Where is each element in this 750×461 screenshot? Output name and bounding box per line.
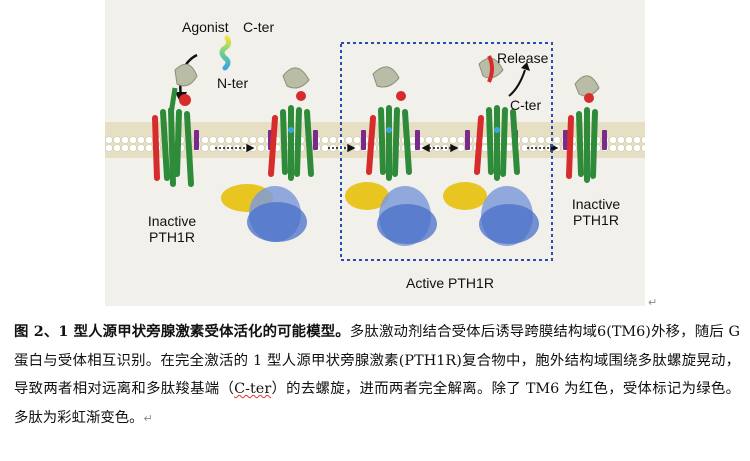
receptor-3 xyxy=(366,66,412,181)
figure-caption: 图 2、1 型人源甲状旁腺激素受体活化的可能模型。多肽激动剂结合受体后诱导跨膜结… xyxy=(14,318,740,433)
receptor-inactive-left xyxy=(152,63,198,187)
active-box xyxy=(340,42,553,261)
agonist-peptide xyxy=(219,35,232,71)
label-cter-right: C-ter xyxy=(510,97,542,113)
receptor-4 xyxy=(474,55,520,181)
caption-cter: C-ter xyxy=(234,381,272,397)
g-protein-4 xyxy=(443,182,539,246)
activation-diagram xyxy=(105,35,645,261)
figure-panel: Agonist C-ter N-ter Release C-ter Inacti… xyxy=(105,0,645,306)
caption-title: 图 2、1 型人源甲状旁腺激素受体活化的可能模型。 xyxy=(14,323,350,340)
caption-paragraph-mark: ↵ xyxy=(143,411,153,425)
receptor-inactive-right xyxy=(566,75,600,183)
release-arrowhead xyxy=(521,62,530,71)
label-active: Active PTH1R xyxy=(406,275,494,291)
label-inactive-left: Inactive PTH1R xyxy=(147,213,197,245)
label-release: Release xyxy=(497,50,549,66)
caption-text-b: ）的去螺旋，进而两者完全解离。除了 TM6 为红色，受体标记为绿色。多肽为彩虹渐… xyxy=(14,381,740,426)
label-cter-top: C-ter xyxy=(243,19,275,35)
g-protein-3 xyxy=(345,182,437,246)
label-inactive-right: Inactive PTH1R xyxy=(571,196,621,228)
paragraph-mark: ↵ xyxy=(648,296,658,309)
label-agonist: Agonist xyxy=(182,19,229,35)
caption-text-a: 多肽激动剂结合受体后诱导跨膜结构域6(TM6)外移，随后 G 蛋白与受体相互识别… xyxy=(14,324,740,397)
label-nter: N-ter xyxy=(217,75,249,91)
receptor-2 xyxy=(268,67,314,181)
release-arrow xyxy=(508,69,526,97)
g-protein-2 xyxy=(221,184,307,242)
